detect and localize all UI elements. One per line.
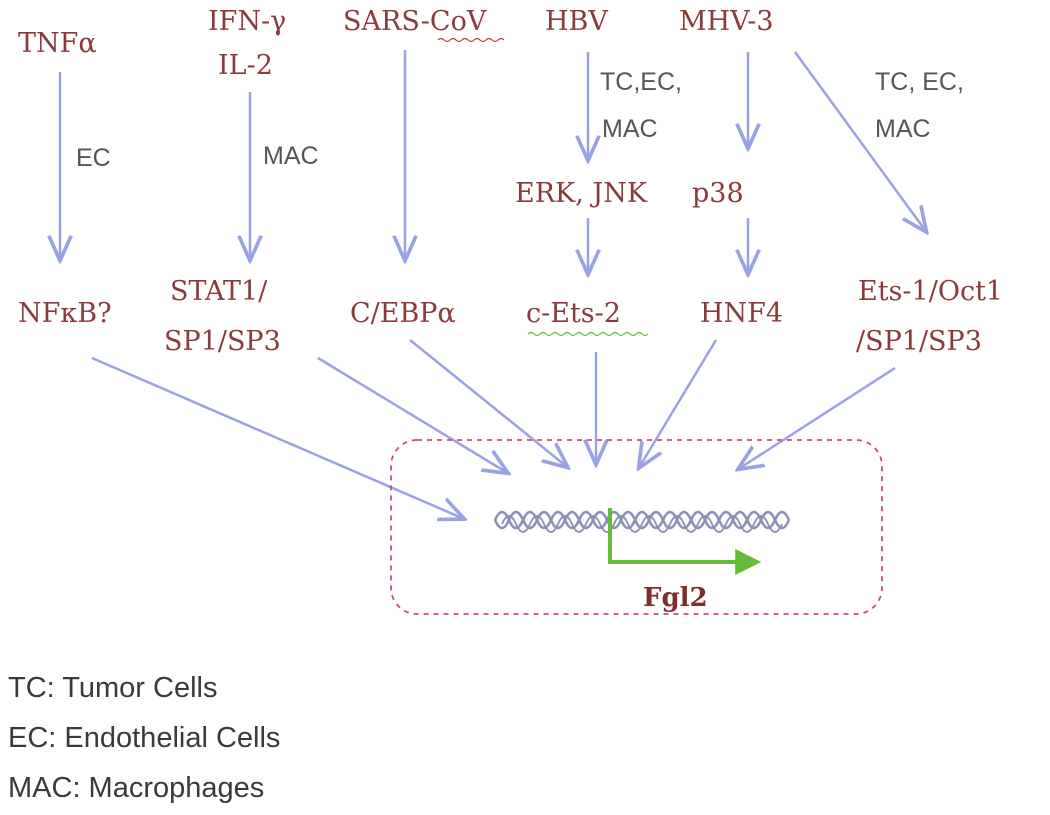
tnfa-label: TNFα [18,28,97,59]
sars-cov-label: SARS-CoV [343,6,487,37]
arrow-nfkb-to-gene [91,356,462,518]
ets-sp1-sp3-label: /SP1/SP3 [856,326,982,357]
ets1-oct1-label: Ets-1/Oct1 [858,276,1003,307]
mhv3-label: MHV-3 [679,6,774,37]
legend-tc: TC: Tumor Cells [8,672,218,704]
fgl2-gene-label: Fgl2 [643,583,708,613]
dna-helix [493,510,791,533]
arrow-mhv3-to-ets1 [793,51,925,230]
arrow-ets1-to-gene [740,366,896,468]
legend-ec: EC: Endothelial Cells [8,722,281,754]
nfkb-label: NFκB? [18,298,112,329]
mhv-cells-line1: TC, EC, [875,68,964,96]
erk-jnk-label: ERK, JNK [515,178,648,209]
arrow-cebpa-to-gene [409,339,566,466]
sp1-sp3-label: SP1/SP3 [164,326,281,357]
ec-label-tnf: EC [76,144,111,172]
hbv-label: HBV [545,6,608,37]
p38-label: p38 [692,178,744,209]
spellcheck-underline-cets2 [527,331,649,337]
ifn-gamma-label: IFN-γ [208,6,286,37]
hbv-cells-line1: TC,EC, [600,68,682,96]
stat1-label: STAT1/ [170,276,268,307]
hnf4-label: HNF4 [700,298,783,329]
il2-label: IL-2 [218,50,273,81]
nucleus-box [390,439,883,615]
spellcheck-underline-sars [437,37,505,43]
mhv-cells-line2: MAC [875,115,931,143]
mac-label-ifn: MAC [263,142,319,170]
c-ets-2-label: c-Ets-2 [526,298,621,329]
cebpa-label: C/EBPα [350,298,456,329]
arrow-hnf4-to-gene [640,339,718,466]
legend-mac: MAC: Macrophages [8,772,265,804]
transcription-start-arrow [608,508,762,575]
arrow-stat1-to-gene [317,356,506,472]
hbv-cells-line2: MAC [602,115,658,143]
